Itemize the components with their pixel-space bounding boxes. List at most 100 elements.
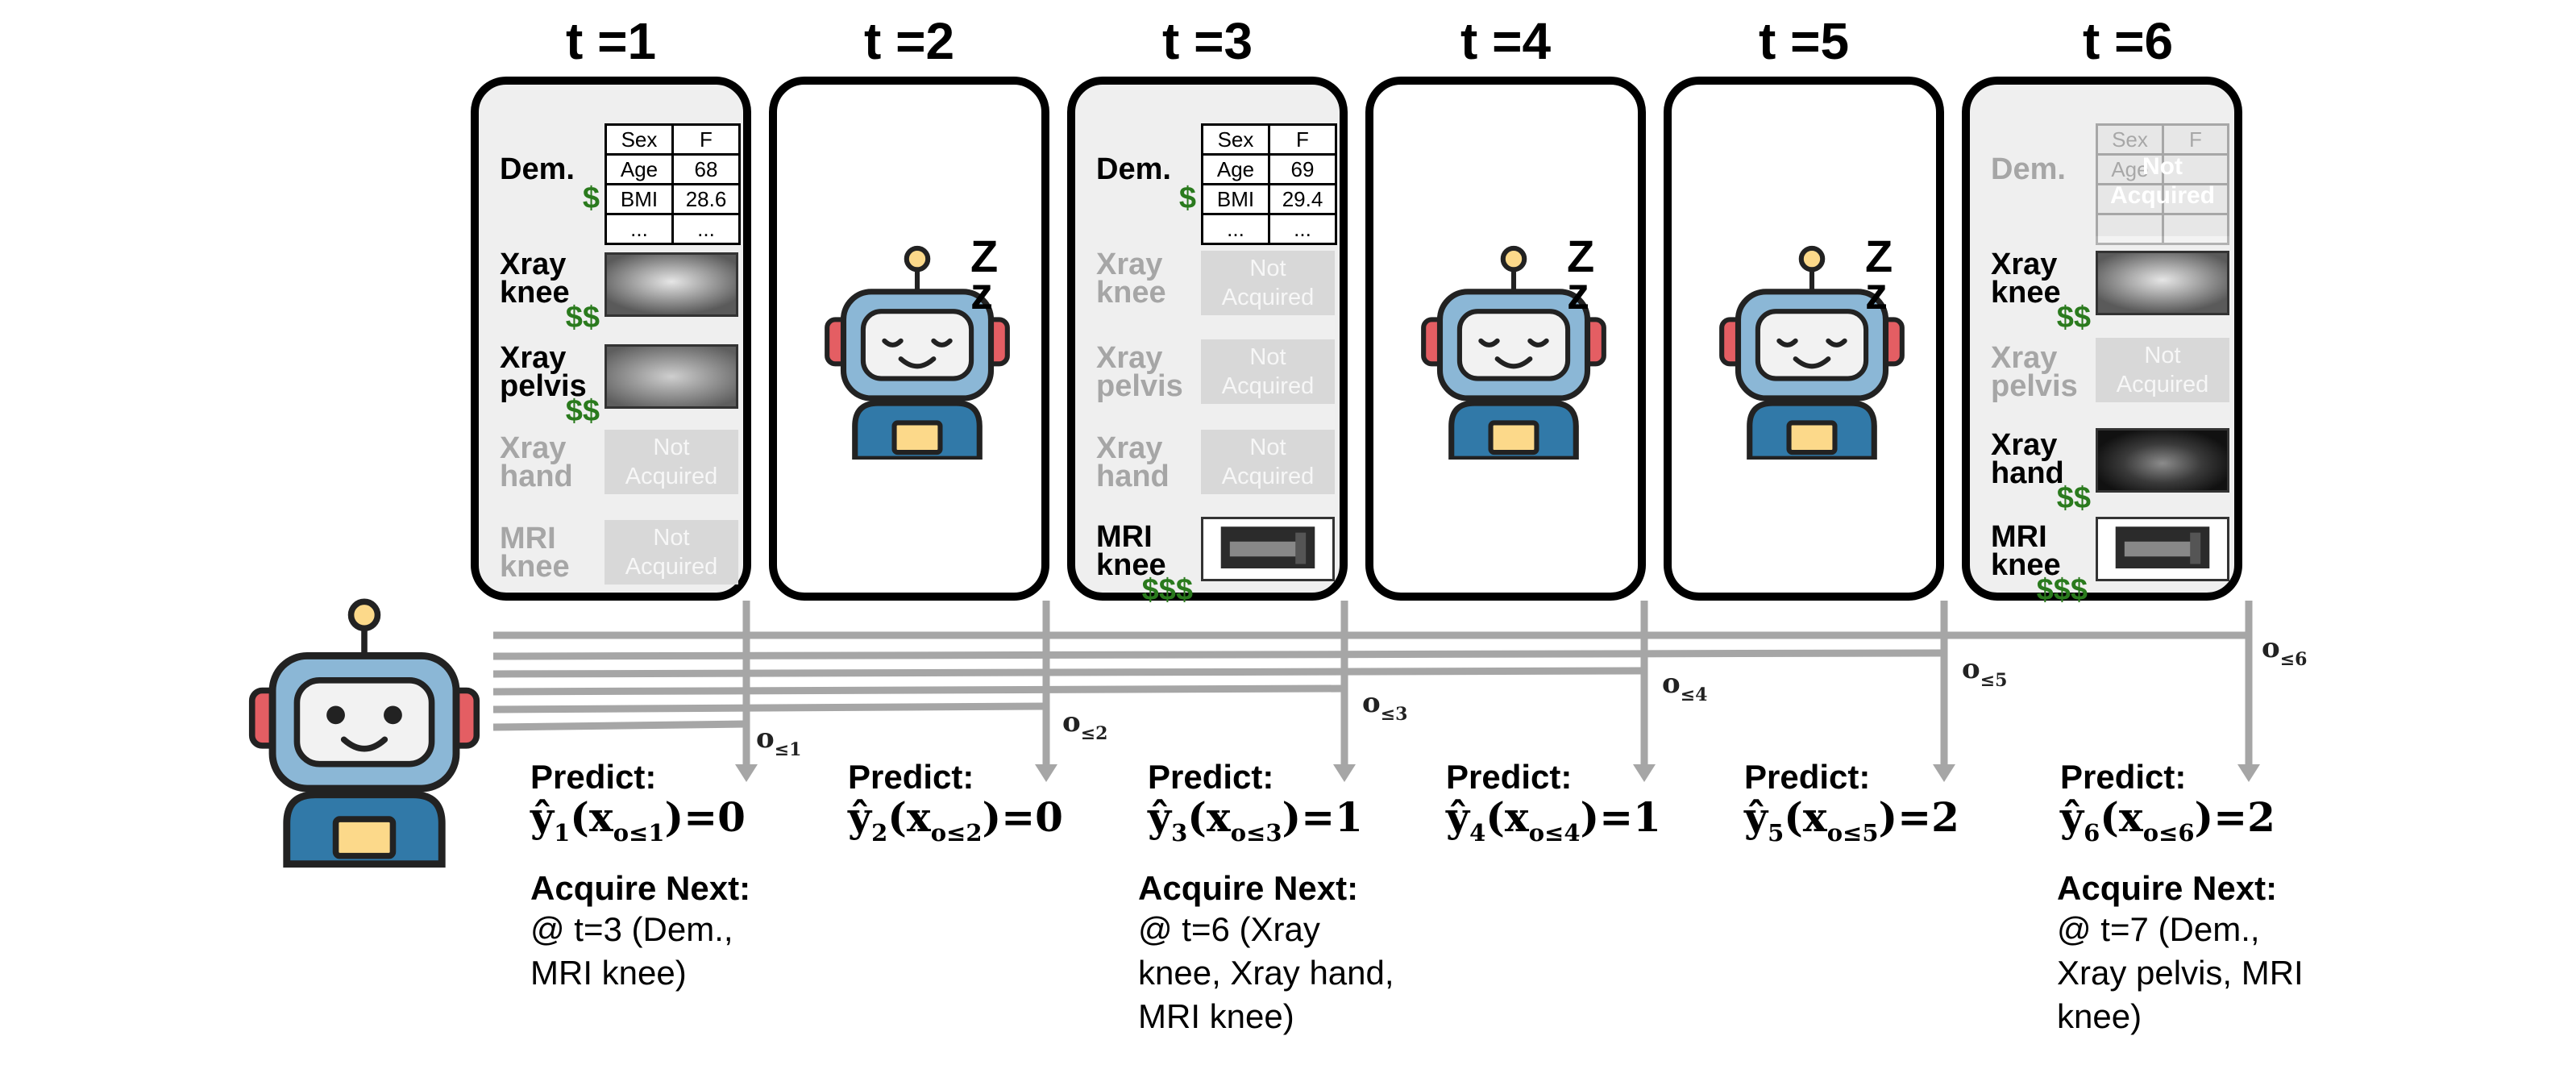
observation-label-4: o≤4 xyxy=(1662,668,1708,705)
chest-panel xyxy=(332,816,397,859)
prediction-4: ŷ4(xo≤4)=1 xyxy=(1446,793,1661,847)
antenna-ball xyxy=(1798,245,1826,272)
prediction-3: ŷ3(xo≤3)=1 xyxy=(1148,793,1363,847)
closed-eye-left xyxy=(1478,338,1500,347)
table-cell: BMI xyxy=(1201,183,1270,215)
table-cell: ... xyxy=(671,213,741,245)
dem-label: Dem. xyxy=(1096,152,1171,186)
mri-knee-image xyxy=(2096,517,2229,581)
chest-panel xyxy=(1488,420,1539,456)
predict-label-4: Predict: xyxy=(1446,758,1573,796)
not-acquired-tile: Not Acquired xyxy=(605,430,738,494)
table-cell: Age xyxy=(605,153,674,185)
mri-knee-label: MRI knee xyxy=(1096,520,1166,582)
smile xyxy=(1494,356,1533,369)
table-cell: F xyxy=(671,123,741,156)
dem-label: Dem. xyxy=(500,152,575,186)
mri-knee-cost: $$$ xyxy=(2036,573,2088,607)
smile xyxy=(1793,356,1831,369)
smile xyxy=(340,736,388,752)
prediction-5: ŷ5(xo≤5)=2 xyxy=(1744,793,1959,847)
sleeping-robot-icon xyxy=(825,245,1010,460)
xray-knee-cost: $$ xyxy=(2056,301,2091,335)
xray-hand-label: Xray hand xyxy=(1096,431,1170,493)
down-arrow-icon xyxy=(1633,764,1656,782)
xray-hand-cost: $$ xyxy=(2056,481,2091,515)
panel-t5: Z z xyxy=(1664,77,1944,601)
observation-label-2: o≤2 xyxy=(1062,706,1108,744)
robot-face xyxy=(1456,309,1571,381)
robot-face xyxy=(860,309,974,381)
predict-label-1: Predict: xyxy=(530,758,657,796)
acquire-text-1: @ t=3 (Dem., MRI knee) xyxy=(530,910,733,992)
acquire-label-1: Acquire Next: xyxy=(530,869,751,907)
eye-right xyxy=(384,705,402,725)
panel-t2: Z z xyxy=(769,77,1049,601)
table-cell: Age xyxy=(1201,153,1270,185)
predict-label-5: Predict: xyxy=(1744,758,1871,796)
closed-eye-right xyxy=(1826,338,1847,347)
mri-knee-label: MRI knee xyxy=(500,522,570,584)
sleep-z-text: Z z xyxy=(1865,231,1893,318)
xray-pelvis-label: Xray pelvis xyxy=(1991,341,2078,403)
predict-label-2: Predict: xyxy=(848,758,974,796)
sleeping-robot-icon xyxy=(1719,245,1905,460)
dem-cost: $ xyxy=(1178,181,1196,215)
dem-label: Dem. xyxy=(1991,152,2066,186)
observation-line xyxy=(492,684,1345,696)
not-acquired-tile: Not Acquired xyxy=(1201,339,1335,404)
dem-cost: $ xyxy=(582,181,600,215)
eye-left xyxy=(326,705,345,725)
table-cell: F xyxy=(1268,123,1337,156)
table-cell xyxy=(2096,183,2164,215)
table-cell: 68 xyxy=(671,153,741,185)
table-cell: BMI xyxy=(605,183,674,215)
acquire-text-6: @ t=7 (Dem., Xray pelvis, MRI knee) xyxy=(2057,910,2304,1035)
closed-eye-left xyxy=(882,338,904,347)
antenna-ball xyxy=(1500,245,1527,272)
down-arrow-icon xyxy=(2237,764,2260,782)
mri-knee-image xyxy=(1201,517,1335,581)
timestep-title-1: t =1 xyxy=(565,12,657,70)
observation-line xyxy=(492,720,747,731)
xray-knee-label: Xray knee xyxy=(500,248,570,310)
timestep-title-2: t =2 xyxy=(863,12,955,70)
table-cell xyxy=(2161,183,2230,215)
prediction-1: ŷ1(xo≤1)=0 xyxy=(530,793,746,847)
prediction-2: ŷ2(xo≤2)=0 xyxy=(848,793,1063,847)
not-acquired-tile: Not Acquired xyxy=(2096,338,2229,402)
table-cell: 29.4 xyxy=(1268,183,1337,215)
timestep-title-5: t =5 xyxy=(1758,12,1850,70)
xray-knee-image xyxy=(2096,251,2229,315)
xray-pelvis-label: Xray pelvis xyxy=(500,341,587,403)
table-cell xyxy=(2096,213,2164,245)
table-cell xyxy=(2161,213,2230,245)
xray-knee-cost: $$ xyxy=(565,301,600,335)
table-cell: ... xyxy=(605,213,674,245)
xray-hand-image xyxy=(2096,428,2229,493)
down-arrow-icon xyxy=(1035,764,1057,782)
timestep-title-6: t =6 xyxy=(2082,12,2174,70)
observation-line xyxy=(492,667,1645,678)
robot-face xyxy=(1755,309,1869,381)
table-cell: Sex xyxy=(605,123,674,156)
observation-label-3: o≤3 xyxy=(1362,687,1408,725)
antenna-ball xyxy=(904,245,931,272)
xray-hand-label: Xray hand xyxy=(1991,428,2064,490)
xray-knee-label: Xray knee xyxy=(1096,248,1166,310)
robot-face xyxy=(293,677,435,768)
observation-line xyxy=(492,702,1047,713)
table-cell: Sex xyxy=(2096,123,2164,156)
prediction-6: ŷ6(xo≤6)=2 xyxy=(2060,793,2275,847)
acquire-label-6: Acquire Next: xyxy=(2057,869,2278,907)
smile xyxy=(898,356,937,369)
antenna-ball xyxy=(347,598,381,632)
table-cell: Age xyxy=(2096,153,2164,185)
